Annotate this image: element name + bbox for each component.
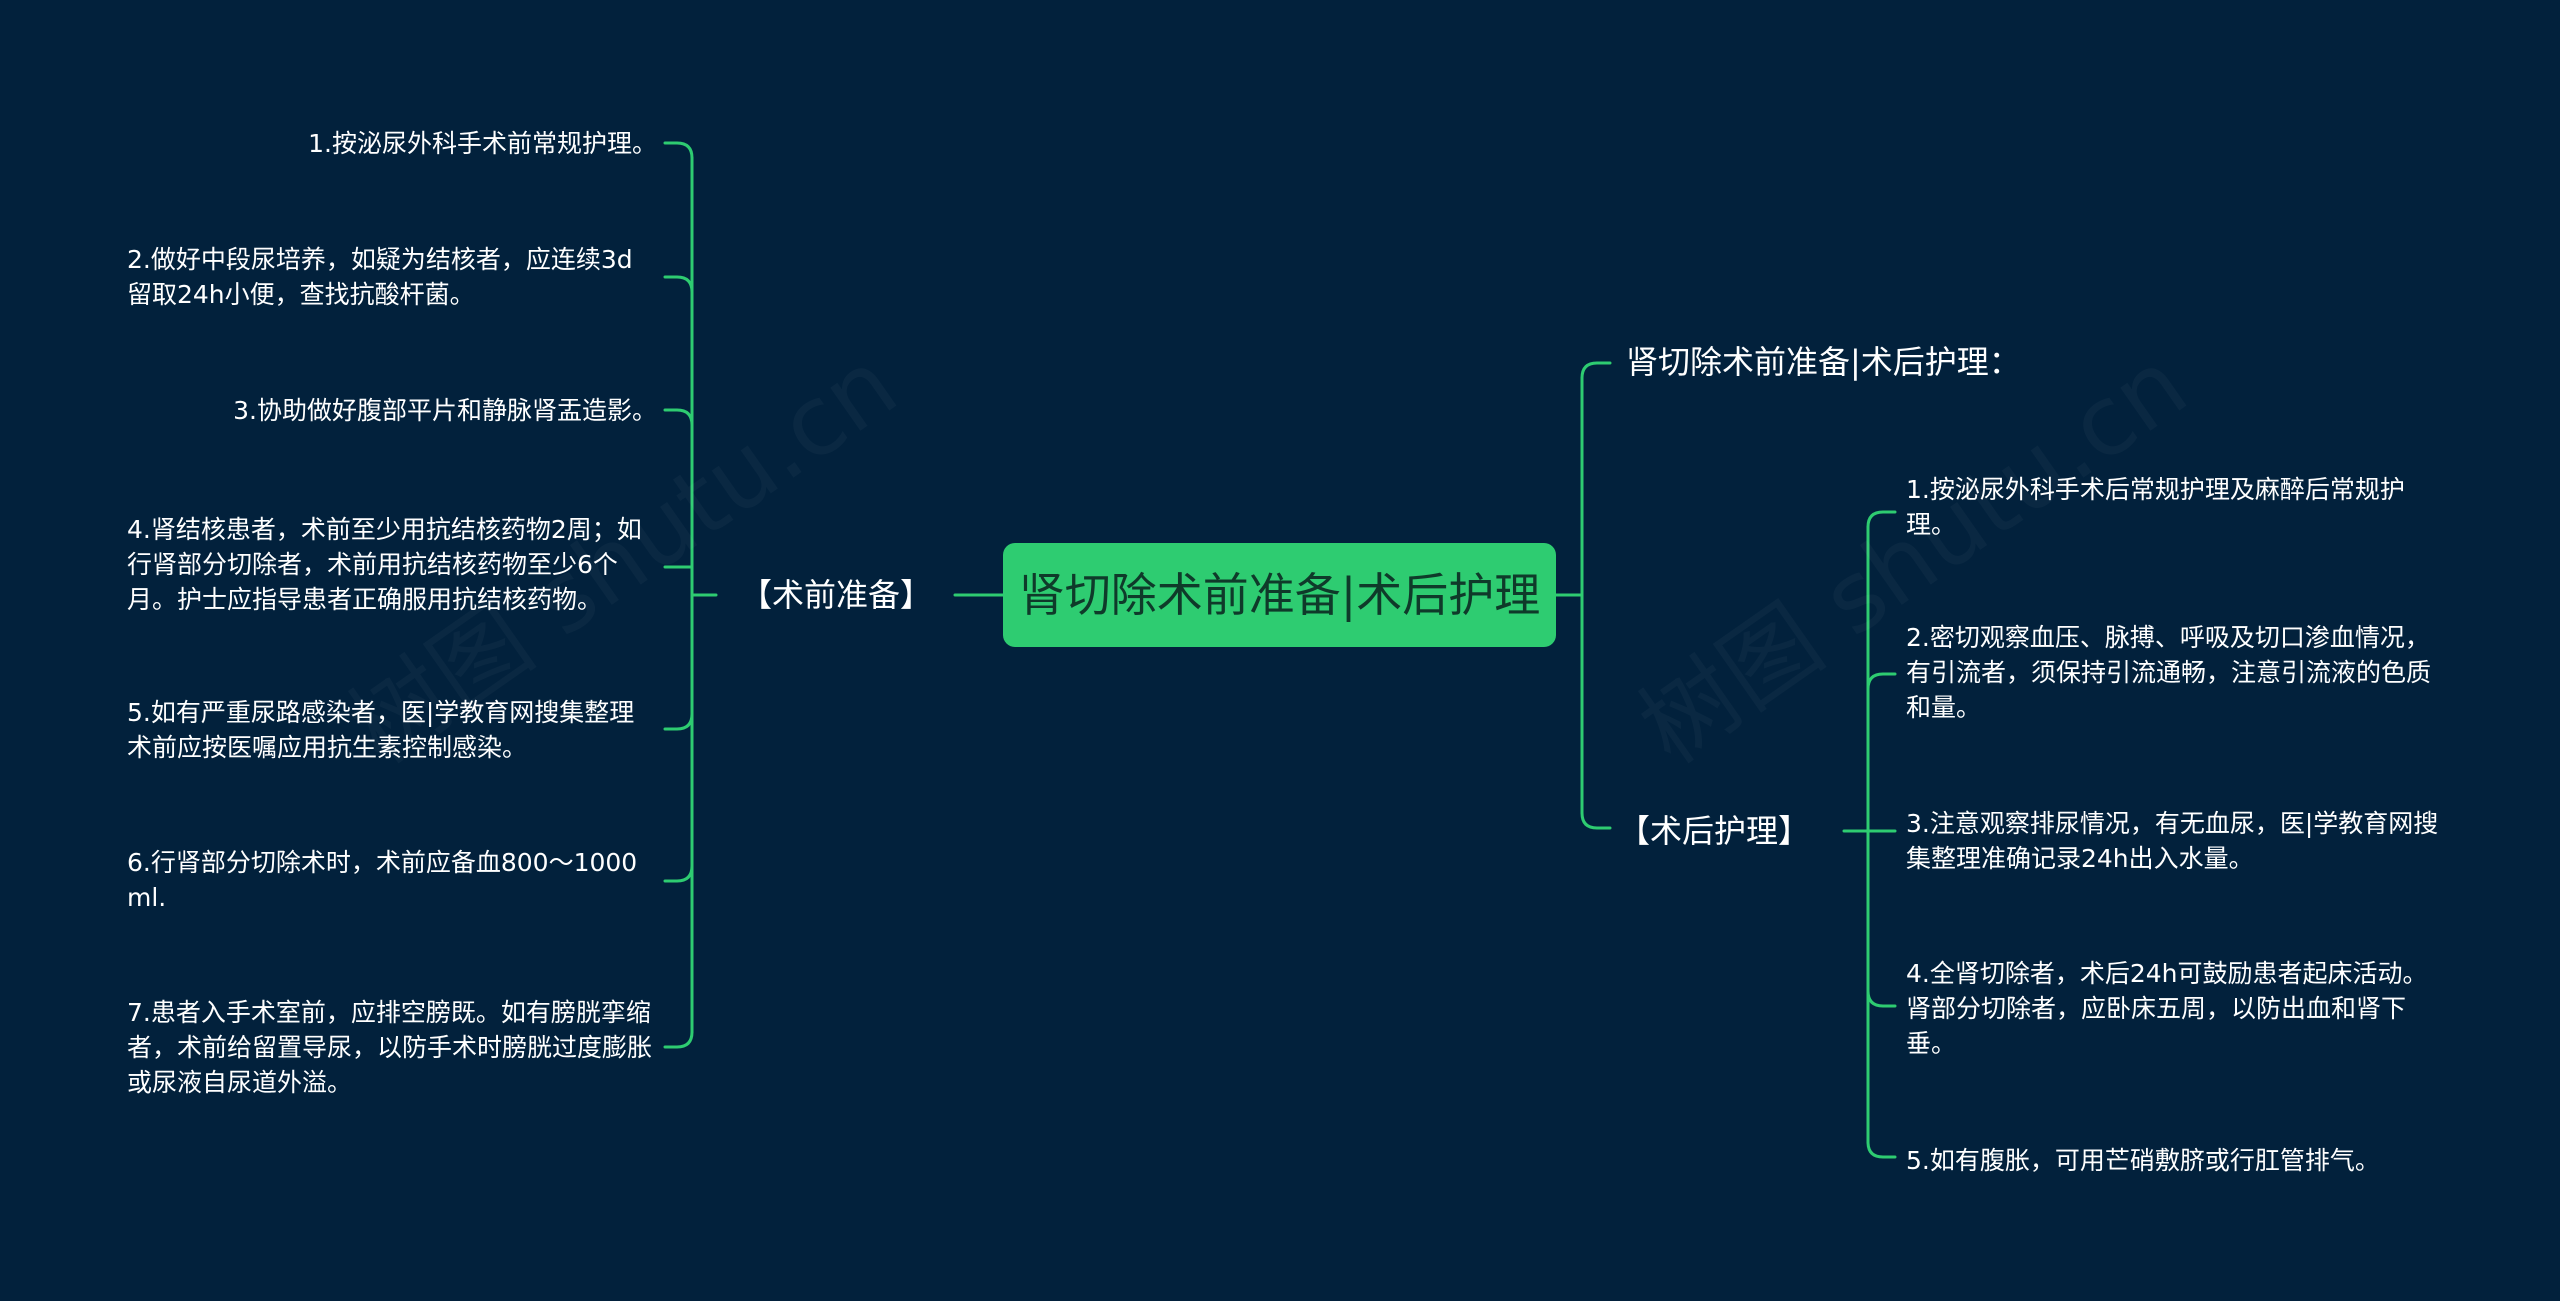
postop-item-2[interactable]: 2.密切观察血压、脉搏、呼吸及切口渗血情况，有引流者，须保持引流通畅，注意引流液… <box>1906 623 2432 722</box>
connector-post-leaf-2 <box>1866 672 1897 691</box>
branch-postop[interactable]: 【术后护理】 <box>1618 812 1811 850</box>
preop-item-2[interactable]: 2.做好中段尿培养，如疑为结核者，应连续3d留取24h小便，查找抗酸杆菌。 <box>127 245 633 309</box>
connector-left-leaf-6 <box>663 864 694 883</box>
connector-post-leaf-1 <box>1866 510 1897 529</box>
connector-left-leaf-2 <box>663 275 694 294</box>
branch-preop[interactable]: 【术前准备】 <box>740 576 933 614</box>
connector-right-intro <box>1580 361 1612 380</box>
branch-intro[interactable]: 肾切除术前准备|术后护理： <box>1626 343 2021 381</box>
connector-post-leaf-4 <box>1866 989 1897 1008</box>
postop-item-1[interactable]: 1.按泌尿外科手术后常规护理及麻醉后常规护理。 <box>1906 475 2405 539</box>
preop-item-3[interactable]: 3.协助做好腹部平片和静脉肾盂造影。 <box>233 396 657 425</box>
postop-item-5[interactable]: 5.如有腹胀，可用芒硝敷脐或行肛管排气。 <box>1906 1146 2380 1175</box>
postop-item-4[interactable]: 4.全肾切除者，术后24h可鼓励患者起床活动。肾部分切除者，应卧床五周，以防出血… <box>1906 959 2428 1058</box>
postop-item-3[interactable]: 3.注意观察排尿情况，有无血尿，医|学教育网搜集整理准确记录24h出入水量。 <box>1906 809 2439 873</box>
connector-left-leaf-5 <box>663 712 694 731</box>
root-node[interactable]: 肾切除术前准备|术后护理 <box>1003 543 1556 647</box>
connector-left-leaf-3 <box>663 408 694 427</box>
connector-left-leaf-7 <box>663 1030 694 1049</box>
preop-item-4[interactable]: 4.肾结核患者，术前至少用抗结核药物2周；如行肾部分切除者，术前用抗结核药物至少… <box>127 515 642 614</box>
preop-item-1[interactable]: 1.按泌尿外科手术前常规护理。 <box>308 129 657 158</box>
connector-post-leaf-5 <box>1866 1140 1897 1159</box>
preop-item-5[interactable]: 5.如有严重尿路感染者，医|学教育网搜集整理术前应按医嘱应用抗生素控制感染。 <box>127 698 635 762</box>
connector-left-leaf-1 <box>663 141 694 160</box>
preop-item-6[interactable]: 6.行肾部分切除术时，术前应备血800～1000ml. <box>127 848 638 912</box>
connector-right-post <box>1580 811 1612 830</box>
preop-item-7[interactable]: 7.患者入手术室前，应排空膀既。如有膀胱挛缩者，术前给留置导尿，以防手术时膀胱过… <box>127 998 653 1097</box>
